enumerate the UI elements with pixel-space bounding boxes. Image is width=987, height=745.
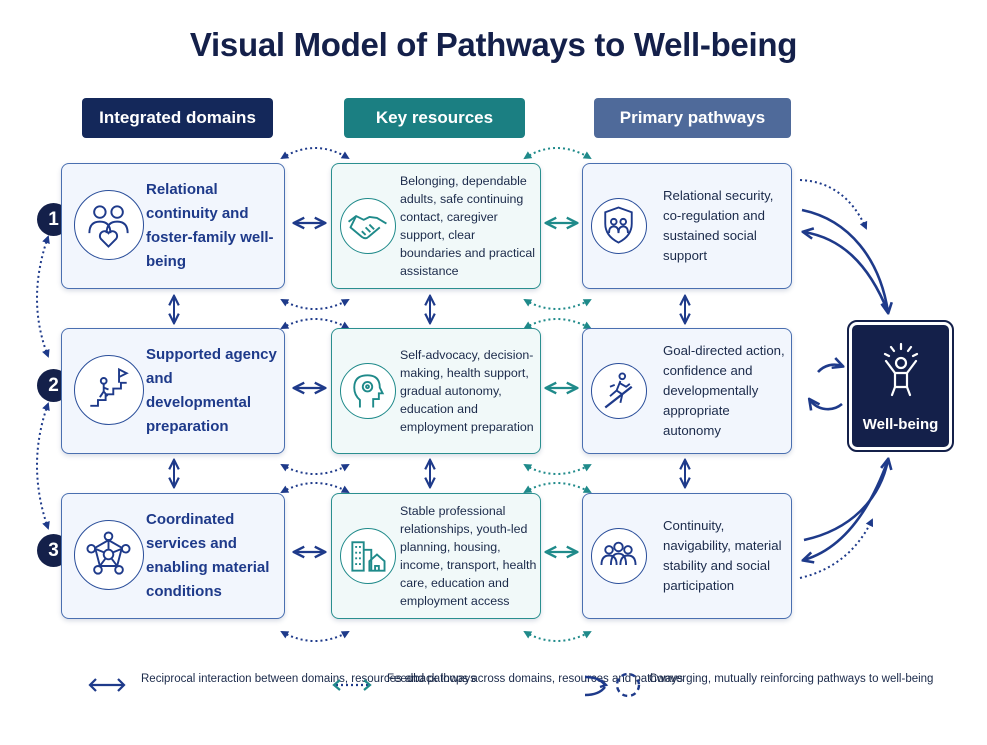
pathway-card-relational-security: Relational security, co-regulation and s…	[582, 163, 792, 289]
domain-title: Coordinated services and enabling materi…	[146, 511, 270, 600]
resource-text: Self-advocacy, decision-making, health s…	[400, 348, 534, 434]
converging-cycle-icon	[584, 672, 641, 698]
dotted-arrow-icon	[332, 679, 372, 691]
double-arrow-icon	[88, 678, 126, 692]
family-heart-icon	[74, 190, 144, 260]
pathway-card-continuity: Continuity, navigability, material stabi…	[582, 493, 792, 619]
domain-title: Supported agency and developmental prepa…	[146, 346, 277, 435]
header-key-resources: Key resources	[344, 98, 525, 138]
head-mind-icon	[340, 363, 396, 419]
dotted-feedback-loops-teal	[523, 147, 592, 642]
domain-card-relational-continuity: Relational continuity and foster-family …	[61, 163, 285, 289]
reciprocal-arrows-resource-pathway	[547, 223, 576, 552]
resource-card-belonging: Belonging, dependable adults, safe conti…	[331, 163, 541, 289]
page-title: Visual Model of Pathways to Well-being	[189, 26, 798, 63]
resource-card-stable-relationships: Stable professional relationships, youth…	[331, 493, 541, 619]
dotted-feedback-loops	[36, 147, 874, 642]
converging-arrows	[802, 208, 888, 560]
buildings-home-icon	[340, 528, 396, 584]
legend-feedback-text: Feedback loops across domains, resources…	[387, 673, 683, 685]
group-people-icon	[591, 528, 647, 584]
runner-uphill-icon	[591, 363, 647, 419]
pathway-card-goal-directed-action: Goal-directed action, confidence and dev…	[582, 328, 792, 454]
well-being-label: Well-being	[862, 416, 939, 433]
domain-card-coordinated-services: Coordinated services and enabling materi…	[61, 493, 285, 619]
network-icon	[74, 520, 144, 590]
header-primary-pathways: Primary pathways	[594, 98, 791, 138]
shield-people-icon	[591, 198, 647, 254]
pathway-text: Relational security, co-regulation and s…	[663, 188, 774, 263]
resource-card-self-advocacy: Self-advocacy, decision-making, health s…	[331, 328, 541, 454]
vertical-reciprocal-arrows	[174, 297, 685, 486]
person-celebrating-icon	[883, 342, 919, 397]
legend-reciprocal-text: Reciprocal interaction between domains, …	[141, 673, 476, 685]
domain-card-supported-agency: Supported agency and developmental prepa…	[61, 328, 285, 454]
resource-text: Belonging, dependable adults, safe conti…	[400, 174, 536, 278]
stairs-flag-icon	[74, 355, 144, 425]
domain-title: Relational continuity and foster-family …	[146, 181, 274, 270]
pathway-text: Continuity, navigability, material stabi…	[663, 518, 782, 593]
legend-converging-text: Converging, mutually reinforcing pathway…	[649, 673, 934, 685]
well-being-outcome-box: Well-being	[847, 320, 954, 452]
resource-text: Stable professional relationships, youth…	[400, 504, 537, 608]
reciprocal-arrows-domain-resource	[295, 223, 324, 552]
handshake-icon	[340, 198, 396, 254]
pathway-text: Goal-directed action, confidence and dev…	[663, 343, 785, 438]
header-integrated-domains: Integrated domains	[82, 98, 273, 138]
